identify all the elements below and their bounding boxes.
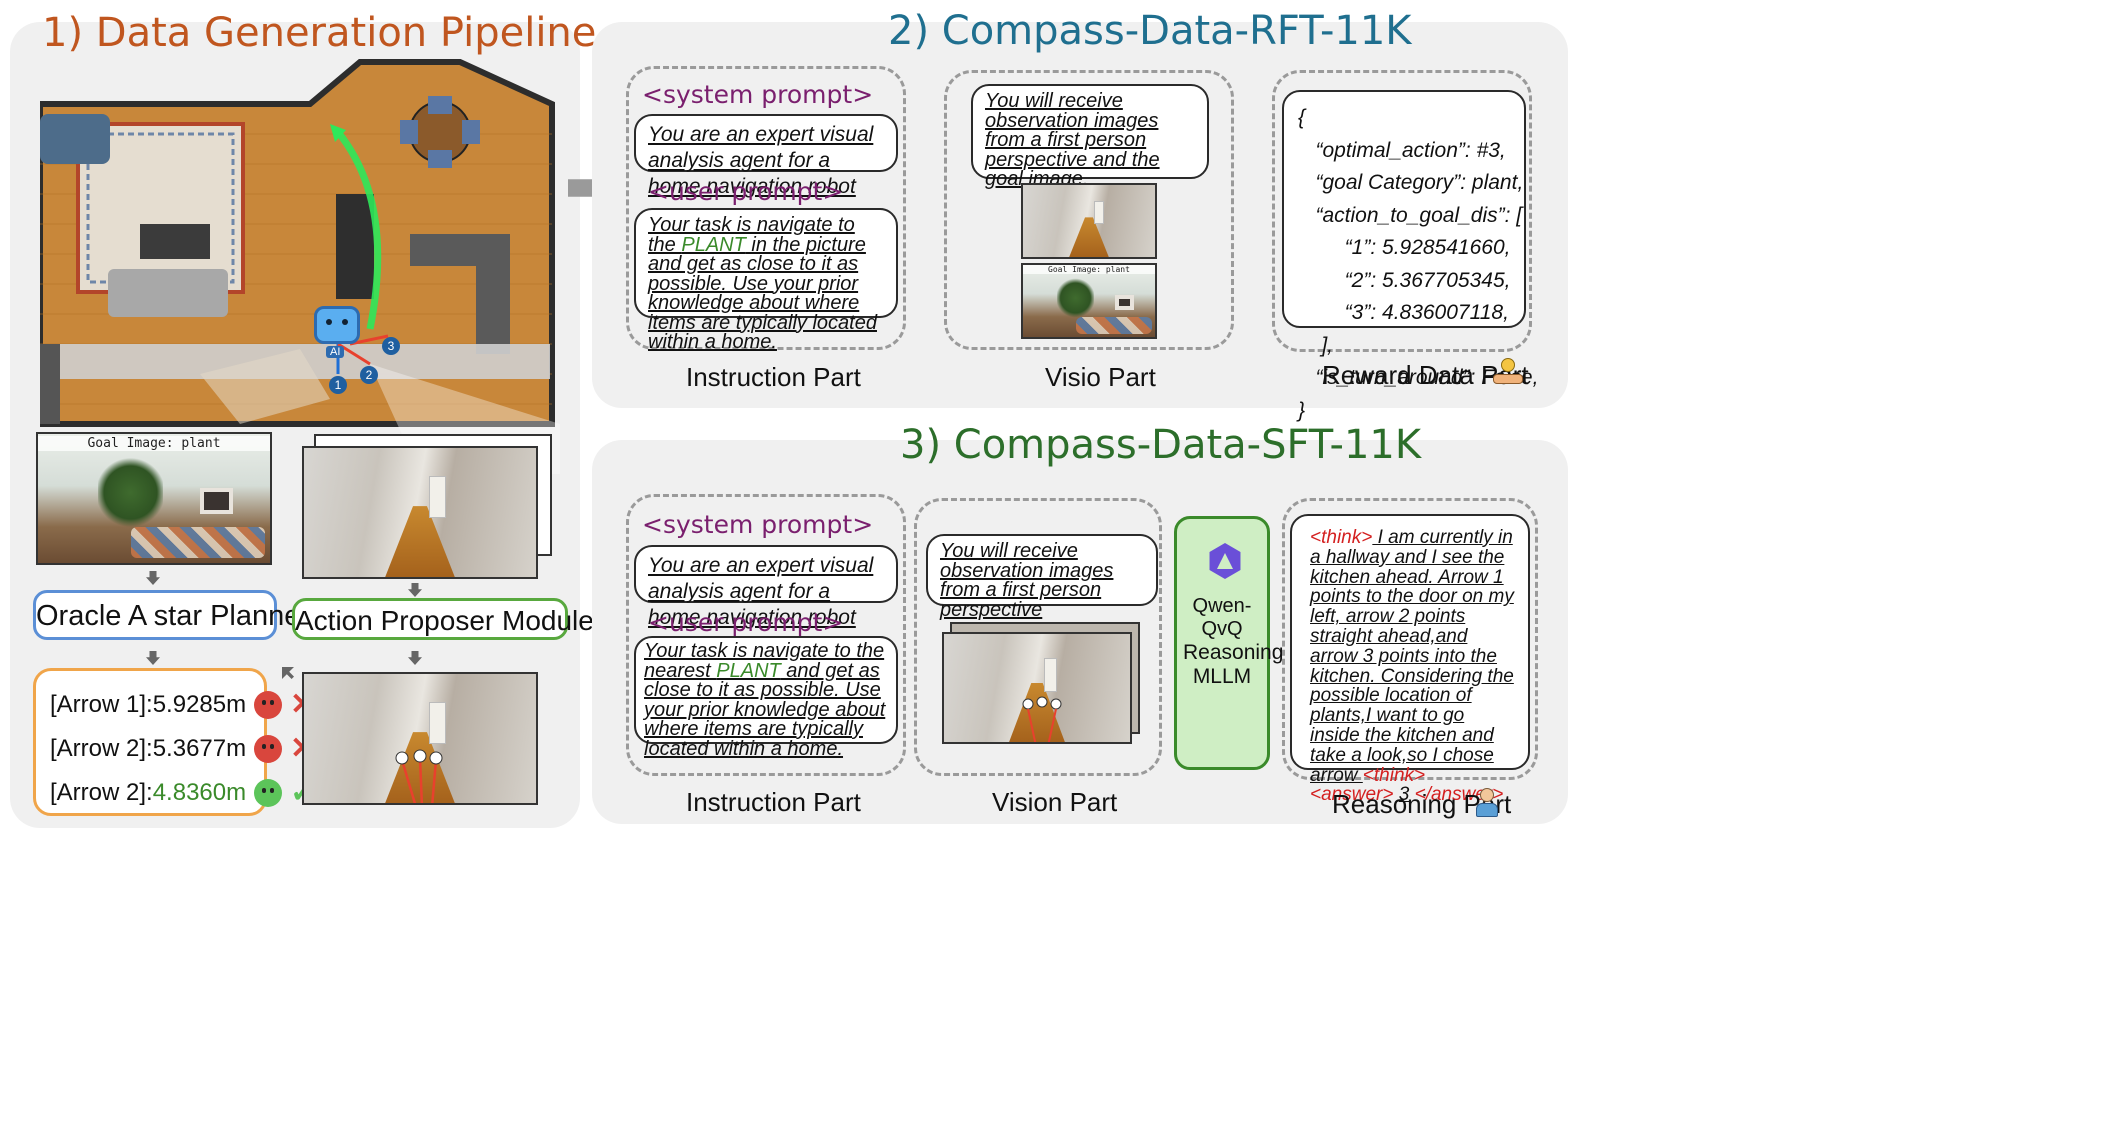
result-label: [Arrow 2]: — [50, 778, 153, 806]
sft-vision-frame — [914, 498, 1162, 776]
results-box: [Arrow 1]: 5.9285m ✕ [Arrow 2]: 5.3677m … — [33, 668, 315, 816]
model-box: Qwen-QvQ Reasoning MLLM — [1174, 516, 1284, 770]
rft-reward-frame — [1272, 70, 1532, 352]
rft-caption-vision: Visio Part — [1045, 362, 1156, 392]
action-proposer-box: Action Proposer Module — [292, 598, 594, 640]
model-name: Qwen-QvQ — [1192, 595, 1252, 640]
result-label: [Arrow 1]: — [50, 690, 153, 718]
user-prompt-label: <user prompt> — [648, 177, 844, 206]
reasoning-text: <think> I am currently in a hallway and … — [1290, 514, 1530, 805]
sad-face-icon — [254, 690, 283, 719]
result-row-2: [Arrow 2]: 5.3677m ✕ — [50, 731, 315, 766]
answer-open-tag: <answer> — [1310, 784, 1394, 806]
rft-instruction-frame — [626, 66, 906, 350]
rft-title: 2) Compass-Data-RFT-11K — [888, 8, 1412, 54]
happy-face-icon — [254, 778, 283, 807]
robot-label: AI — [326, 346, 345, 358]
sft-action-arrows — [1022, 696, 1062, 742]
rft-vision-frame — [944, 70, 1234, 350]
think-open-tag: <think> — [1310, 527, 1373, 548]
result-value: 5.3677m — [152, 734, 247, 762]
user-prompt-highlight: PLANT — [681, 233, 746, 256]
rft-caption-instruction: Instruction Part — [686, 362, 861, 392]
up-left-arrow-icon — [282, 667, 294, 679]
sft-reasoning-frame — [1282, 498, 1538, 780]
user-prompt-label: <user prompt> — [648, 608, 844, 637]
system-prompt-label: <system prompt> — [642, 510, 874, 539]
vision-text: You will receive observation images from… — [926, 534, 1158, 620]
robot-icon — [314, 306, 360, 344]
user-prompt-highlight: PLANT — [716, 659, 781, 682]
floor-plan-map — [40, 59, 560, 474]
sad-face-icon — [254, 734, 283, 763]
arrow-marker-3: 3 — [382, 337, 400, 355]
result-value-correct: 4.8360m — [152, 778, 247, 806]
sft-title: 3) Compass-Data-SFT-11K — [900, 422, 1422, 468]
answer-value: 3 — [1398, 784, 1410, 806]
goal-image-label: Goal Image: plant — [38, 436, 270, 451]
qwen-logo-icon — [1209, 543, 1241, 579]
sft-instruction-frame — [626, 494, 906, 776]
arrow-marker-1: 1 — [329, 376, 347, 394]
vision-text: You will receive observation images from… — [971, 84, 1209, 189]
rft-goal-image: Goal Image: plant — [1021, 263, 1157, 339]
system-prompt-label: <system prompt> — [642, 80, 874, 109]
think-close-tag: <think> — [1362, 764, 1426, 786]
observation-image — [302, 446, 538, 579]
system-prompt-text: You are an expert visual analysis agent … — [634, 114, 898, 198]
system-prompt-text: You are an expert visual analysis agent … — [634, 545, 898, 629]
rft-observation-image — [1021, 183, 1157, 259]
sft-observation-image — [942, 632, 1132, 744]
user-prompt-text: Your task is navigate to the nearest PLA… — [634, 636, 898, 759]
rft-goal-image-label: Goal Image: plant — [1023, 265, 1155, 274]
result-value: 5.9285m — [152, 690, 247, 718]
sft-caption-vision: Vision Part — [992, 787, 1118, 817]
proposed-actions-image — [302, 672, 538, 805]
action-arrows-overlay — [395, 749, 443, 803]
pipeline-title: 1) Data Generation Pipeline — [42, 10, 597, 56]
result-label: [Arrow 2]: — [50, 734, 153, 762]
result-row-3: [Arrow 2]: 4.8360m ✓ — [50, 775, 315, 810]
reward-json: { “optimal_action”: #3, “goal Category”:… — [1282, 90, 1538, 422]
arrow-marker-2: 2 — [360, 366, 378, 384]
goal-image: Goal Image: plant — [36, 432, 272, 565]
money-hand-icon — [1493, 358, 1523, 386]
sft-caption-instruction: Instruction Part — [686, 787, 861, 817]
model-description: Reasoning MLLM — [1183, 641, 1284, 688]
oracle-planner-box: Oracle A star Planner — [33, 590, 310, 640]
result-row-1: [Arrow 1]: 5.9285m ✕ — [50, 687, 315, 722]
student-icon — [1476, 788, 1498, 818]
user-prompt-text: Your task is navigate to the PLANT in th… — [634, 208, 898, 352]
